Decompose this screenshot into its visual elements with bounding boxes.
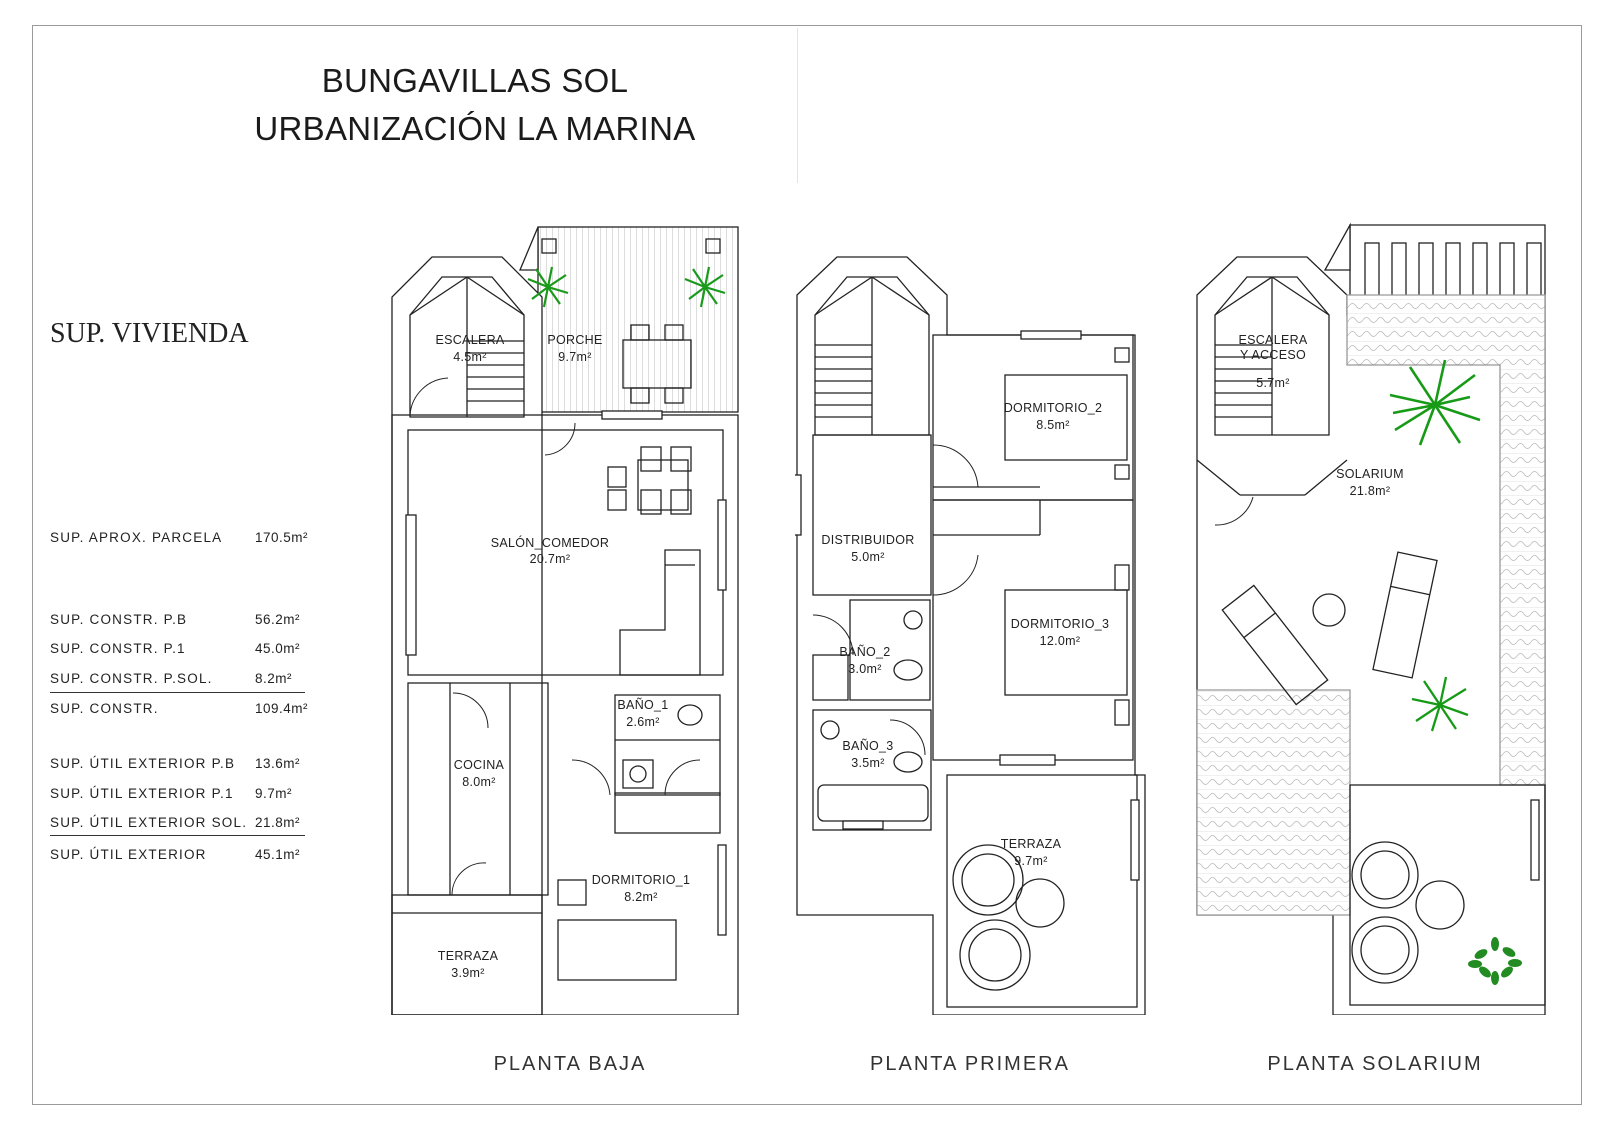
room-name-distribuidor: DISTRIBUIDOR [821, 533, 914, 547]
room-name-bano-2: BAÑO_2 [839, 645, 890, 659]
room-name-escalera: ESCALERA [435, 333, 504, 347]
sum-rule [50, 692, 305, 693]
area-label: SUP. ÚTIL EXTERIOR P.B [50, 756, 236, 771]
room-area-escalera: 4.5m² [453, 350, 486, 364]
title-separator [797, 28, 798, 183]
area-label: SUP. ÚTIL EXTERIOR P.1 [50, 786, 234, 801]
room-area-dormitorio-2: 8.5m² [1036, 418, 1069, 432]
shrub-icon [1468, 937, 1522, 985]
area-value: 170.5m² [255, 530, 309, 545]
area-value: 109.4m² [255, 701, 309, 716]
area-row-ext-sol: SUP. ÚTIL EXTERIOR SOL. 21.8m² [50, 813, 320, 835]
area-row-ext-total: SUP. ÚTIL EXTERIOR 45.1m² [50, 845, 320, 867]
room-name-bano-3: BAÑO_3 [842, 739, 893, 753]
room-area-bano-1: 2.6m² [626, 715, 659, 729]
area-label: SUP. CONSTR. P.B [50, 612, 188, 627]
pillar [541, 238, 557, 254]
area-row-ext-p1: SUP. ÚTIL EXTERIOR P.1 9.7m² [50, 784, 320, 806]
sup-vivienda-heading: SUP. VIVIENDA [50, 318, 249, 349]
room-area-dormitorio-1: 8.2m² [624, 890, 657, 904]
area-row-constr-p1: SUP. CONSTR. P.1 45.0m² [50, 639, 320, 661]
area-label: SUP. ÚTIL EXTERIOR [50, 847, 207, 862]
area-value: 21.8m² [255, 815, 301, 830]
area-label: SUP. APROX. PARCELA [50, 530, 223, 545]
plan-solarium-drawing: ESCALERA Y ACCESO 5.7m² SOLARIUM 21.8m² [1196, 222, 1546, 1015]
plan-planta-baja: ESCALERA 4.5m² PORCHE 9.7m² SALÓN_COMEDO… [390, 215, 750, 1015]
room-name-dormitorio-2: DORMITORIO_2 [1004, 401, 1103, 415]
room-name-terraza: TERRAZA [438, 949, 499, 963]
area-label: SUP. CONSTR. [50, 701, 159, 716]
drawing-frame [32, 25, 1582, 1105]
room-name-dormitorio-1: DORMITORIO_1 [592, 873, 691, 887]
pillar [705, 238, 721, 254]
plan-primera-drawing: DORMITORIO_2 8.5m² DISTRIBUIDOR 5.0m² DO… [795, 256, 1146, 1015]
area-value: 8.2m² [255, 671, 293, 686]
house-outline [796, 256, 1146, 1015]
room-area-solarium: 21.8m² [1350, 484, 1391, 498]
plan-planta-solarium: ESCALERA Y ACCESO 5.7m² SOLARIUM 21.8m² [1195, 215, 1555, 1015]
caption-planta-solarium: PLANTA SOLARIUM [1267, 1053, 1483, 1075]
room-area-dormitorio-3: 12.0m² [1040, 634, 1081, 648]
room-name-porche: PORCHE [547, 333, 602, 347]
area-value: 13.6m² [255, 756, 301, 771]
porch-deck [537, 226, 739, 413]
area-value: 45.1m² [255, 847, 301, 862]
caption-planta-primera: PLANTA PRIMERA [870, 1053, 1070, 1075]
sum-rule [50, 835, 305, 836]
area-label: SUP. CONSTR. P.SOL. [50, 671, 213, 686]
room-name-escalera-2: Y ACCESO [1240, 348, 1306, 362]
area-label: SUP. CONSTR. P.1 [50, 641, 186, 656]
area-row-constr-psol: SUP. CONSTR. P.SOL. 8.2m² [50, 669, 320, 691]
room-name-bano-1: BAÑO_1 [617, 698, 668, 712]
room-name-salon: SALÓN_COMEDOR [491, 535, 610, 550]
room-area-terraza: 3.9m² [451, 966, 484, 980]
area-value: 9.7m² [255, 786, 293, 801]
house-outline [391, 414, 739, 1015]
area-row-parcela: SUP. APROX. PARCELA 170.5m² [50, 528, 320, 550]
room-name-dormitorio-3: DORMITORIO_3 [1011, 617, 1110, 631]
stair-tower-outline [391, 256, 543, 1015]
area-row-constr-pb: SUP. CONSTR. P.B 56.2m² [50, 610, 320, 632]
title-line-1: BUNGAVILLAS SOL [321, 62, 629, 99]
plan-planta-primera: DORMITORIO_2 8.5m² DISTRIBUIDOR 5.0m² DO… [795, 215, 1155, 1015]
area-row-constr-total: SUP. CONSTR. 109.4m² [50, 699, 320, 721]
room-name-escalera: ESCALERA [1238, 333, 1307, 347]
caption-planta-baja: PLANTA BAJA [493, 1053, 647, 1075]
room-name-cocina: COCINA [454, 758, 505, 772]
title-line-2: URBANIZACIÓN LA MARINA [254, 110, 696, 147]
palm-icon [1389, 359, 1481, 446]
room-area-escalera: 5.7m² [1256, 376, 1289, 390]
room-name-terraza: TERRAZA [1001, 837, 1062, 851]
room-area-salon: 20.7m² [530, 552, 571, 566]
room-area-porche: 9.7m² [558, 350, 591, 364]
room-area-cocina: 8.0m² [462, 775, 495, 789]
palm-icon [684, 266, 726, 308]
room-name-solarium: SOLARIUM [1336, 467, 1404, 481]
palm-icon [527, 266, 569, 308]
room-area-bano-3: 3.5m² [851, 756, 884, 770]
plan-baja-drawing: ESCALERA 4.5m² PORCHE 9.7m² SALÓN_COMEDO… [391, 226, 739, 1015]
palm-icon [1411, 676, 1469, 732]
area-label: SUP. ÚTIL EXTERIOR SOL. [50, 815, 248, 830]
area-value: 45.0m² [255, 641, 301, 656]
room-area-distribuidor: 5.0m² [851, 550, 884, 564]
area-value: 56.2m² [255, 612, 301, 627]
area-row-ext-pb: SUP. ÚTIL EXTERIOR P.B 13.6m² [50, 754, 320, 776]
room-area-bano-2: 3.0m² [848, 662, 881, 676]
room-area-terraza: 9.7m² [1014, 854, 1047, 868]
